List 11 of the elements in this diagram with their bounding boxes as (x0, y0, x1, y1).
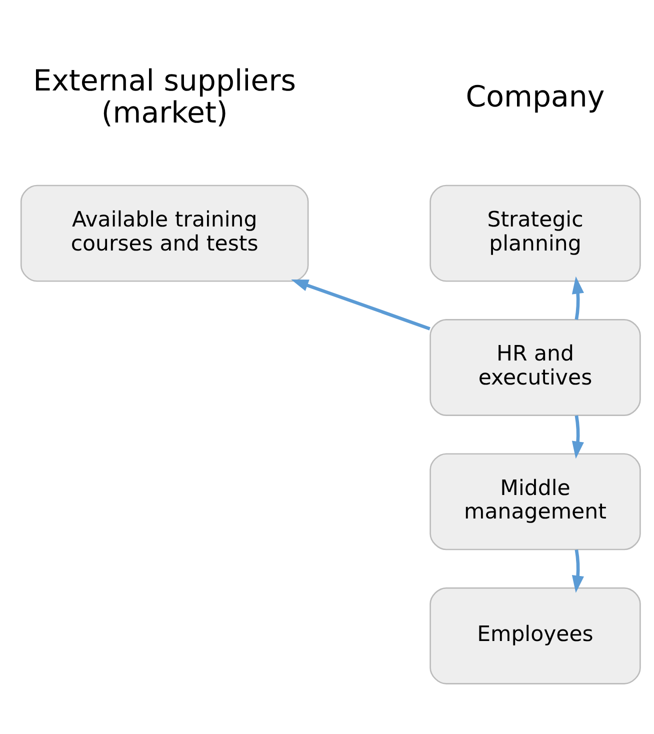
node-box: Middle management (430, 452, 641, 550)
arrow (572, 414, 584, 458)
arrow (572, 276, 584, 320)
node-box: Available training courses and tests (20, 184, 309, 282)
arrow (572, 548, 584, 592)
node-box: HR and executives (430, 318, 641, 416)
node-box: Strategic planning (430, 184, 641, 282)
label: Company (466, 79, 605, 114)
node-box: Employees (430, 586, 641, 684)
arrow (291, 279, 430, 330)
label: External suppliers (market) (33, 63, 296, 130)
